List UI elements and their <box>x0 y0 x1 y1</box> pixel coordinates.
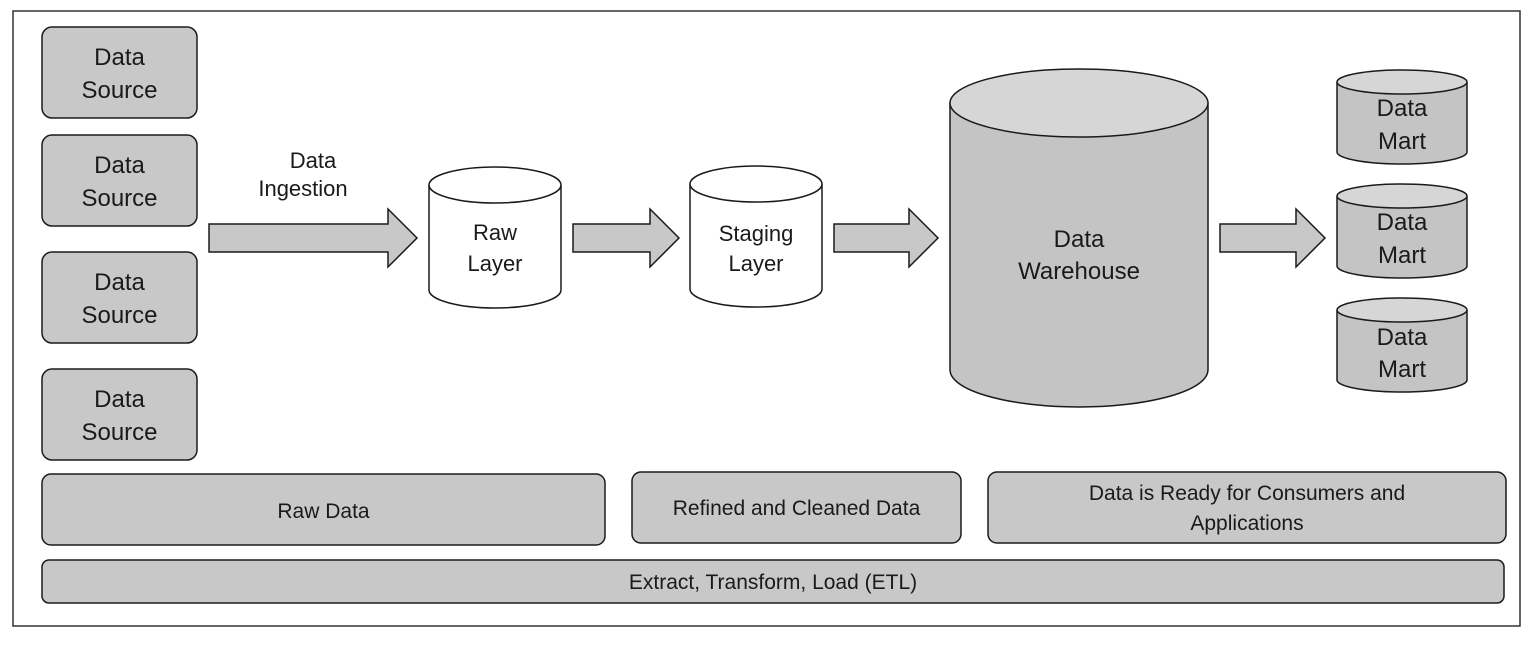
raw-layer-label-line2: Layer <box>467 251 522 276</box>
raw-data-band: Raw Data <box>41 473 606 546</box>
ready-data-label-line1: Data is Ready for Consumers and <box>1089 482 1405 505</box>
ingestion-label-line2: Ingestion <box>258 176 347 201</box>
data-mart-label-line1: Data <box>1377 209 1428 236</box>
data-mart-label-line1: Data <box>1377 95 1428 122</box>
data-mart-label-line2: Mart <box>1378 356 1426 383</box>
data-source-box: Data Source <box>41 251 198 344</box>
data-mart-cylinder: Data Mart <box>1336 183 1468 279</box>
data-mart-cylinder: Data Mart <box>1336 297 1468 393</box>
warehouse-to-marts-arrow <box>1219 207 1327 269</box>
data-source-label-line2: Source <box>81 302 157 329</box>
refined-data-band: Refined and Cleaned Data <box>631 471 962 544</box>
data-mart-label-line1: Data <box>1377 324 1428 351</box>
data-source-box: Data Source <box>41 134 198 227</box>
data-source-label-line1: Data <box>94 386 145 413</box>
data-source-label-line1: Data <box>94 269 145 296</box>
staging-layer-cylinder: Staging Layer <box>689 165 823 308</box>
warehouse-label-line1: Data <box>1054 226 1105 253</box>
staging-layer-label-line1: Staging <box>719 221 794 246</box>
data-mart-label-line2: Mart <box>1378 242 1426 269</box>
etl-band: Extract, Transform, Load (ETL) <box>41 559 1505 604</box>
data-source-label-line2: Source <box>81 77 157 104</box>
staging-layer-label-line2: Layer <box>728 251 783 276</box>
data-source-label-line1: Data <box>94 152 145 179</box>
ready-data-band: Data is Ready for Consumers and Applicat… <box>987 471 1507 544</box>
data-source-label-line1: Data <box>94 44 145 71</box>
data-source-label-line2: Source <box>81 185 157 212</box>
data-mart-label-line2: Mart <box>1378 128 1426 155</box>
data-warehouse-cylinder: Data Warehouse <box>949 68 1209 408</box>
etl-label: Extract, Transform, Load (ETL) <box>629 571 917 594</box>
raw-layer-label-line1: Raw <box>473 220 517 245</box>
ingestion-label-line1: Data <box>290 148 337 173</box>
data-source-box: Data Source <box>41 26 198 119</box>
ingestion-arrow <box>208 207 419 269</box>
refined-data-label: Refined and Cleaned Data <box>673 497 921 520</box>
staging-to-warehouse-arrow <box>833 207 940 269</box>
raw-data-label: Raw Data <box>277 500 370 523</box>
raw-to-staging-arrow <box>572 207 681 269</box>
data-mart-cylinder: Data Mart <box>1336 69 1468 165</box>
raw-layer-cylinder: Raw Layer <box>428 166 562 309</box>
data-source-box: Data Source <box>41 368 198 461</box>
ready-data-label-line2: Applications <box>1190 512 1303 535</box>
warehouse-label-line2: Warehouse <box>1018 258 1140 285</box>
data-source-label-line2: Source <box>81 419 157 446</box>
